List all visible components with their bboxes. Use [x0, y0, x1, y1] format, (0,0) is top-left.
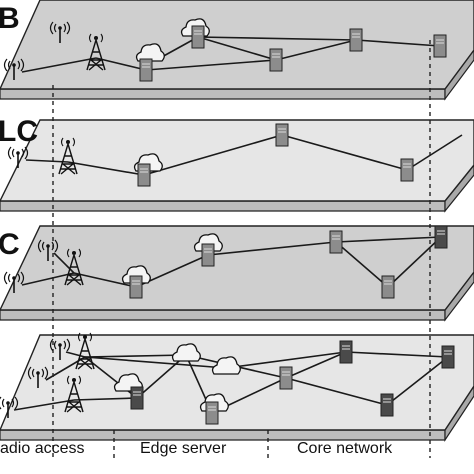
network-link	[281, 134, 408, 171]
network-link	[21, 57, 97, 73]
slice-plane	[0, 334, 474, 431]
network-link	[65, 351, 86, 358]
network-link	[335, 241, 389, 288]
network-link	[275, 39, 357, 61]
slice-plane-side	[0, 429, 446, 441]
network-link	[21, 272, 75, 286]
network-link	[143, 134, 283, 176]
server-icon	[434, 225, 448, 249]
slice-links	[25, 134, 463, 176]
network-link	[406, 134, 463, 171]
network-link	[67, 161, 145, 176]
network-link	[355, 39, 441, 47]
cell-tower-icon	[58, 137, 78, 175]
slice-label-lc: LC	[0, 115, 38, 148]
slice-plane-side	[0, 200, 446, 212]
cloud-icon	[135, 43, 165, 62]
region-label-edge-server: Edge server	[140, 440, 227, 457]
network-link	[95, 57, 147, 71]
region-dividers	[52, 40, 431, 458]
network-link	[25, 159, 69, 163]
wireless-antenna-icon	[0, 396, 19, 418]
cloud-icon	[121, 265, 151, 284]
cell-tower-icon	[64, 248, 84, 286]
network-link	[197, 36, 357, 41]
network-link	[225, 351, 347, 369]
server-icon	[139, 58, 153, 82]
network-link	[73, 397, 138, 401]
wireless-antenna-icon	[7, 146, 29, 168]
wireless-antenna-icon	[49, 21, 71, 43]
region-label-radio-access: adio access	[0, 440, 85, 457]
network-link	[197, 36, 277, 61]
network-link	[335, 236, 442, 243]
network-link	[145, 59, 277, 71]
server-icon	[279, 366, 293, 390]
server-icon	[381, 275, 395, 299]
slice-plane	[0, 119, 474, 202]
wireless-antenna-icon	[3, 58, 25, 80]
network-slice-1	[0, 0, 474, 101]
network-link	[285, 351, 347, 379]
server-icon	[275, 123, 289, 147]
server-icon	[433, 34, 447, 58]
server-icon	[339, 340, 353, 364]
slice-plane	[0, 225, 474, 311]
server-icon	[329, 230, 343, 254]
cloud-icon	[211, 356, 241, 375]
network-link	[13, 399, 75, 411]
slice-plane-side	[0, 309, 446, 321]
server-icon	[441, 345, 455, 369]
wireless-antenna-icon	[49, 338, 71, 360]
server-icon	[380, 393, 394, 417]
wireless-antenna-icon	[3, 271, 25, 293]
wireless-antenna-icon	[27, 366, 49, 388]
network-slice-3	[0, 225, 474, 322]
server-icon	[269, 48, 283, 72]
cell-tower-icon	[75, 332, 95, 370]
network-link	[386, 356, 449, 406]
network-link	[285, 377, 388, 406]
cell-tower-icon	[64, 375, 84, 413]
network-link	[345, 351, 449, 358]
network-slice-2	[0, 119, 474, 213]
slice-plane-side	[0, 88, 446, 100]
network-link	[84, 356, 227, 369]
server-icon	[137, 163, 151, 187]
network-link	[73, 272, 137, 288]
server-icon	[130, 386, 144, 410]
cloud-icon	[171, 343, 201, 362]
network-link	[84, 354, 187, 358]
network-link	[53, 252, 75, 274]
slice-plane	[0, 0, 474, 90]
slice-label-b: B	[0, 2, 20, 35]
network-link	[387, 236, 442, 288]
cloud-icon	[193, 233, 223, 252]
network-link	[136, 354, 187, 399]
server-icon	[349, 28, 363, 52]
region-label-core-network: Core network	[297, 440, 393, 457]
network-slice-4	[0, 332, 474, 443]
server-icon	[191, 25, 205, 49]
slice-label-c: C	[0, 228, 20, 261]
server-icon	[205, 401, 219, 425]
server-icon	[129, 275, 143, 299]
server-icon	[201, 243, 215, 267]
cell-tower-icon	[86, 33, 106, 71]
slice-links	[21, 36, 441, 73]
server-icon	[400, 158, 414, 182]
network-link	[207, 241, 337, 256]
